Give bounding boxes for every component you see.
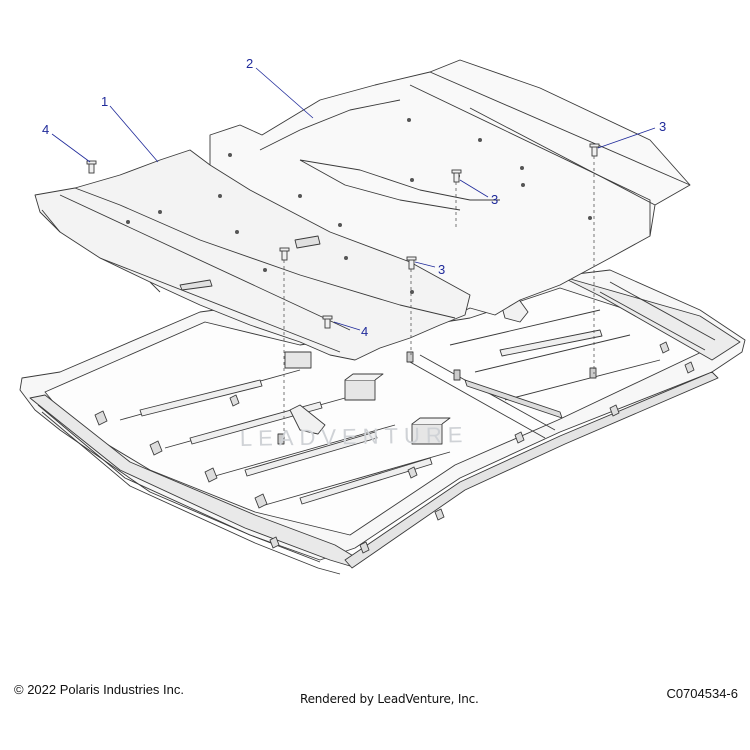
callout-3-low: 3: [438, 262, 445, 277]
callout-1: 1: [101, 94, 108, 109]
screw-icon: [322, 315, 333, 329]
callout-4-bottom: 4: [361, 324, 368, 339]
screw-icon: [406, 256, 417, 270]
watermark-text: LEADVENTURE: [240, 422, 469, 451]
fasteners: [86, 143, 600, 329]
callout-2: 2: [246, 56, 253, 71]
callout-4-left: 4: [42, 122, 49, 137]
copyright-text: © 2022 Polaris Industries Inc.: [14, 682, 184, 697]
callout-3-mid: 3: [491, 192, 498, 207]
callouts: 1 2 3 3 3 4 4: [42, 56, 666, 339]
rendered-by-text: Rendered by LeadVenture, Inc.: [300, 692, 479, 706]
screw-icon: [589, 143, 600, 157]
alignment-lines: [283, 156, 595, 438]
floor-panel-front: [34, 149, 471, 361]
leader-lines: [51, 67, 656, 331]
floor-frame: [19, 269, 746, 575]
diagram-id: C0704534-6: [666, 686, 738, 701]
callout-3-right: 3: [659, 119, 666, 134]
screw-icon: [279, 247, 290, 261]
screw-icon: [451, 169, 462, 183]
screw-icon: [86, 160, 97, 174]
